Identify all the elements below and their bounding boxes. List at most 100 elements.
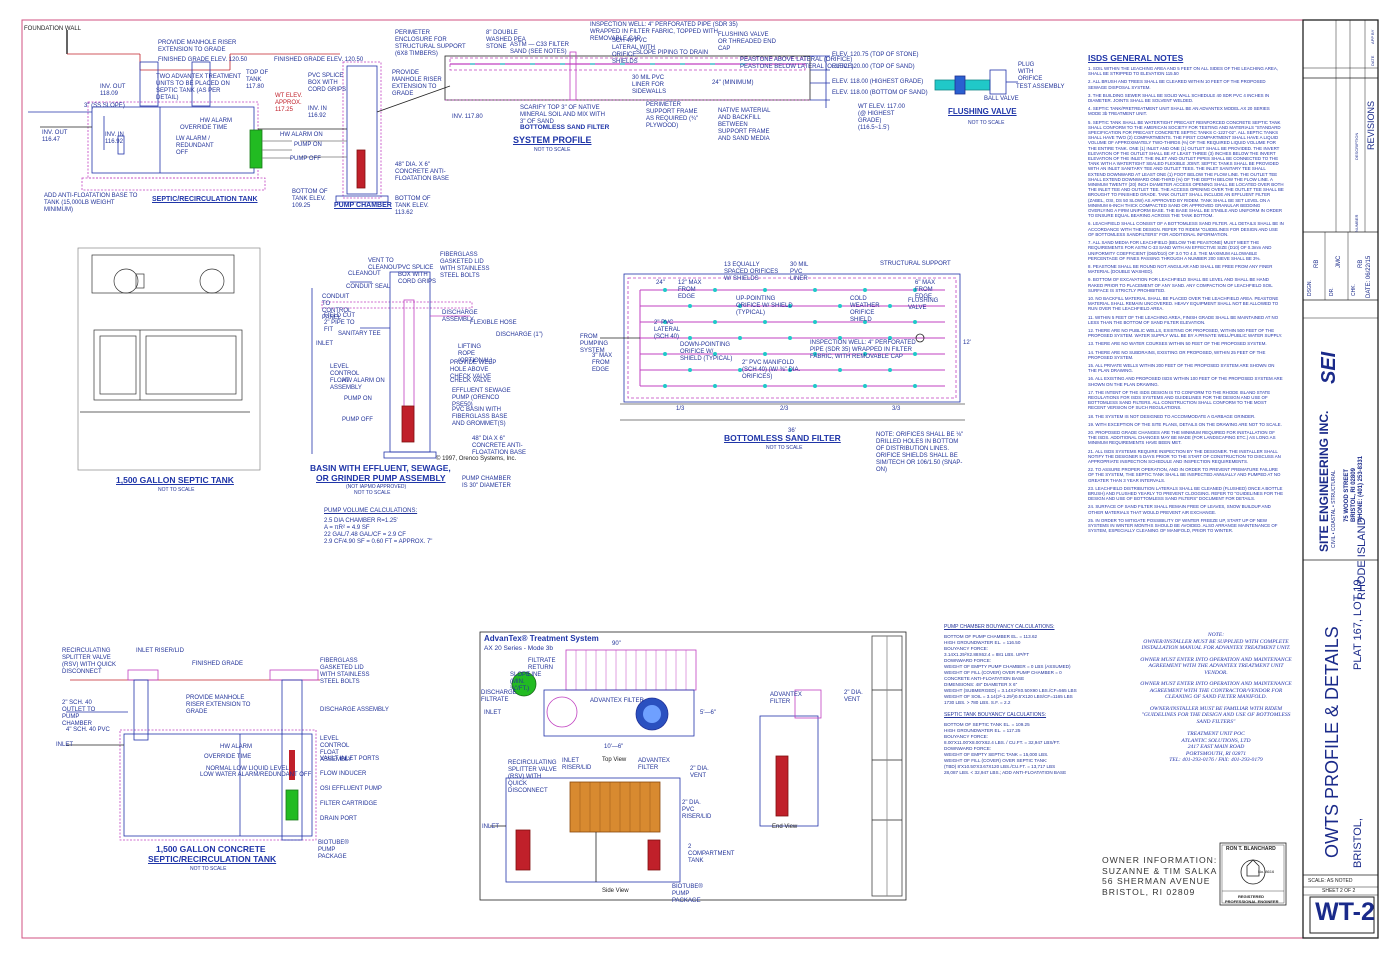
- label-normal-liquid: NORMAL LOW LIQUID LEVEL: [206, 766, 289, 772]
- label-biotube-2: BIOTUBE® PUMP PACKAGE: [672, 884, 703, 904]
- label-perimeter-support: PERIMETER SUPPORT FRAME AS REQUIRED (¾" …: [646, 102, 699, 129]
- label-dim-5-6: 5'—6": [700, 710, 716, 716]
- label-advantex-inlet: INLET: [484, 710, 502, 716]
- label-inv-1178: INV. 117.80: [452, 114, 483, 120]
- label-concrete-base-2: 48" DIA X 6" CONCRETE ANTI-FLOATATION BA…: [472, 436, 527, 456]
- pump-chamber-profile: [300, 61, 451, 203]
- label-manhole-riser: PROVIDE MANHOLE RISER EXTENSION TO GRADE: [158, 40, 237, 53]
- firm-name: SITE ENGINEERING INC.: [1317, 410, 1331, 552]
- label-elev-bottom-sand: ELEV. 118.00 (BOTTOM OF SAND): [832, 90, 928, 96]
- pump-b-2: HIGH GROUNDWATER EL. = 116.50: [944, 640, 1021, 645]
- isds-note: 20. PROPOSED GRADE CHANGES ARE THE MINIM…: [1088, 429, 1276, 446]
- label-pump-off-2: PUMP OFF: [342, 417, 373, 423]
- label-pvc-liner: 30 MIL PVC LINER FOR SIDEWALLS: [632, 75, 667, 95]
- heading-concrete-tank: 1,500 GALLON CONCRETE: [156, 844, 266, 854]
- advantex-side-view: Side View: [602, 888, 629, 894]
- pump-b-3: BOUYANCY FORCE:: [944, 646, 988, 651]
- scale-note: SCALE: AS NOTED: [1308, 878, 1353, 884]
- basin-pump-assembly: [311, 271, 473, 459]
- label-splice-box: PVC SPLICE BOX WITH CORD GRIPS: [308, 73, 347, 93]
- installer-note: OWNER MUST ENTER INTO OPERATION AND MAIN…: [1140, 656, 1292, 676]
- label-inv-in-2: INV. IN 116.92: [308, 106, 327, 119]
- pump-b-11: WEIGHT OF SOIL = 3.14(2²-1.25²)0.5'X120 …: [944, 694, 1073, 699]
- concrete-tank-section: [66, 669, 320, 841]
- installer-note: ATLANTIC SOLUTIONS, LTD: [1181, 737, 1251, 744]
- pump-b-4: 3.14X1.25²X2.88X62.4 = 881 LBS. UP/FT: [944, 652, 1030, 657]
- label-vent-2dia: 2" DIA. VENT: [690, 766, 709, 779]
- label-elev-highest: ELEV. 118.00 (HIGHEST GRADE): [832, 79, 924, 85]
- isds-note: 18. THE SYSTEM IS NOT DESIGNED TO ACCOMM…: [1088, 413, 1256, 419]
- label-peastone-below: PEASTONE BELOW LATERAL (ORIFICE): [740, 64, 854, 70]
- tb-rev-col-app: APP BY: [1370, 29, 1375, 44]
- label-advantex-filter: ADVANTEX FILTER: [590, 698, 644, 704]
- tb-rev-col-number: NUMBER: [1354, 214, 1359, 232]
- label-lw-alarm: LW ALARM / REDUNDANT OFF: [176, 136, 214, 156]
- label-hw-alarm-on-2: HW ALARM ON: [342, 378, 385, 384]
- heading-septic-1500: 1,500 GALLON SEPTIC TANK: [116, 475, 234, 485]
- label-plug-orifice: PLUG WITH ORIFICE: [1018, 62, 1043, 82]
- label-equally-spaced: 13 EQUALLY SPACED ORIFICES W/ SHIELDS: [724, 262, 779, 282]
- label-pump-chamber-dia: PUMP CHAMBER IS 30" DIAMETER: [462, 476, 511, 489]
- label-dim-12: 12': [963, 340, 971, 346]
- sep-b-9: 28,087 LBS. < 32,947 LBS.; ADD ANTI-FLOA…: [944, 770, 1067, 775]
- isds-note: 10. NO BACKFILL MATERIAL SHALL BE PLACED…: [1088, 295, 1279, 312]
- firm-tagline: CIVIL • COASTAL • STRUCTURAL: [1331, 470, 1337, 548]
- isds-note: 16. ALL EXISTING AND PROPOSED ISDS WITHI…: [1088, 376, 1283, 387]
- label-pea-stone: 8" DOUBLE WASHED PEA STONE: [486, 30, 526, 50]
- isds-note: 24. SURFACE OF SAND FILTER SHALL REMAIN …: [1088, 504, 1271, 515]
- label-pvc-liner-2: 30 MIL PVC LINER: [790, 262, 809, 282]
- heading-pump-chamber: PUMP CHAMBER: [334, 202, 392, 209]
- label-vault-inlet: VAULT INLET PORTS: [320, 756, 380, 762]
- label-level-control-2: LEVEL CONTROL FLOAT ASSEMBLY: [320, 736, 352, 763]
- label-cleanout: CLEANOUT: [348, 271, 381, 277]
- stamp-registered: REGISTERED: [1238, 894, 1265, 899]
- label-filter-sand: ASTM — C33 FILTER SAND (SEE NOTES): [510, 42, 569, 55]
- label-inlet-riser-2: INLET RISER/LID: [562, 758, 592, 771]
- label-pump-calc-4: 2.9 CF/4.90 SF = 0.60 FT = APPROX. 7": [324, 539, 433, 545]
- stamp-number: No. 8616: [1258, 869, 1275, 874]
- label-lifting-rope: LIFTING ROPE (OPTIONAL): [458, 344, 493, 364]
- label-inv-out-2: INV. OUT 116.47: [42, 130, 68, 143]
- label-flexible-hose: FLEXIBLE HOSE: [470, 320, 517, 326]
- sep-b-1: BOTTOM OF SEPTIC TANK EL. = 109.25: [944, 722, 1030, 727]
- label-level-control: LEVEL CONTROL FLOAT ASSEMBLY: [330, 364, 362, 391]
- label-sch40-lateral: SCH 40 PVC LATERAL WITH ORIFICE SHIELDS: [612, 38, 656, 65]
- label-discharge-filtrate: DISCHARGE FILTRATE: [481, 690, 517, 703]
- label-hw-alarm-on: HW ALARM ON: [280, 132, 323, 138]
- label-bottom-tank: BOTTOM OF TANK ELEV. 109.25: [292, 189, 328, 209]
- label-peastone-above: PEASTONE ABOVE LATERAL (ORIFICE): [740, 57, 853, 63]
- label-pump-off: PUMP OFF: [290, 156, 321, 162]
- sep-b-7: WEIGHT OF FILL (COVER) OVER SEPTIC TANK:: [944, 758, 1048, 763]
- heading-concrete-tank-2: SEPTIC/RECIRCULATION TANK: [148, 854, 277, 864]
- isds-note: 1. SOIL WITHIN THE LEACHING AREA AND 5 F…: [1088, 66, 1278, 77]
- bsf-plan-nts: NOT TO SCALE: [766, 445, 803, 451]
- isds-note: 3. THE BUILDING SEWER SHALL BE SOLID WAL…: [1088, 92, 1270, 104]
- tb-rev-col-description: DESCRIPTION: [1354, 132, 1359, 160]
- isds-note: 17. THE INTENT OF THE ISDS DESIGN IS TO …: [1088, 389, 1271, 411]
- label-override-2: OVERRIDE TIME: [204, 754, 252, 760]
- label-slope-piping: SLOPE PIPING TO DRAIN: [636, 50, 709, 56]
- isds-note: 6. LEACHFIELD SHALL CONSIST OF A BOTTOML…: [1088, 221, 1284, 237]
- label-outlet-pump: 2" SCH. 40 OUTLET TO PUMP CHAMBER: [62, 700, 96, 727]
- pump-b-9: DIMENSIONS: 48" DIAMETER X 6": [944, 682, 1018, 687]
- pump-b-7: WEIGHT OF FILL (COVER) OVER PUMP CHAMBER…: [944, 670, 1062, 675]
- label-two-compartment: 2 COMPARTMENT TANK: [688, 844, 735, 864]
- label-dim-10-6: 10'—6": [604, 744, 624, 750]
- heading-septic-recirc: SEPTIC/RECIRCULATION TANK: [152, 196, 258, 203]
- label-finished-grade-2: FINISHED GRADE ELEV. 120.50: [274, 57, 364, 63]
- label-test-assembly: TEST ASSEMBLY: [1016, 84, 1065, 90]
- bsf-plan: [600, 273, 965, 421]
- label-discharge-assy-2: DISCHARGE ASSEMBLY: [320, 707, 389, 713]
- advantex-panel: [479, 631, 907, 901]
- label-wt-elev-2: WT ELEV. 117.00 (@ HIGHEST GRADE) (116.5…: [858, 104, 905, 131]
- tb-rev-col-date: DATE: [1370, 55, 1375, 66]
- label-wt-elev: WT ELEV. APPROX. 117.25: [275, 93, 303, 113]
- label-pvc-riser: 2" DIA. PVC RISER/LID: [682, 800, 712, 820]
- pump-b-6: WEIGHT OF EMPTY PUMP CHAMBER = 0 LBS (AS…: [944, 664, 1071, 669]
- label-discharge-1: DISCHARGE (1"): [496, 332, 543, 338]
- label-max-edge-2: 6" MAX FROM EDGE: [915, 280, 936, 300]
- label-pvc-splice-box: PVC SPLICE BOX WITH CORD GRIPS: [398, 265, 437, 285]
- tb-dsgn-value: RB: [1314, 259, 1320, 268]
- label-finished-grade-3: FINISHED GRADE: [192, 661, 244, 667]
